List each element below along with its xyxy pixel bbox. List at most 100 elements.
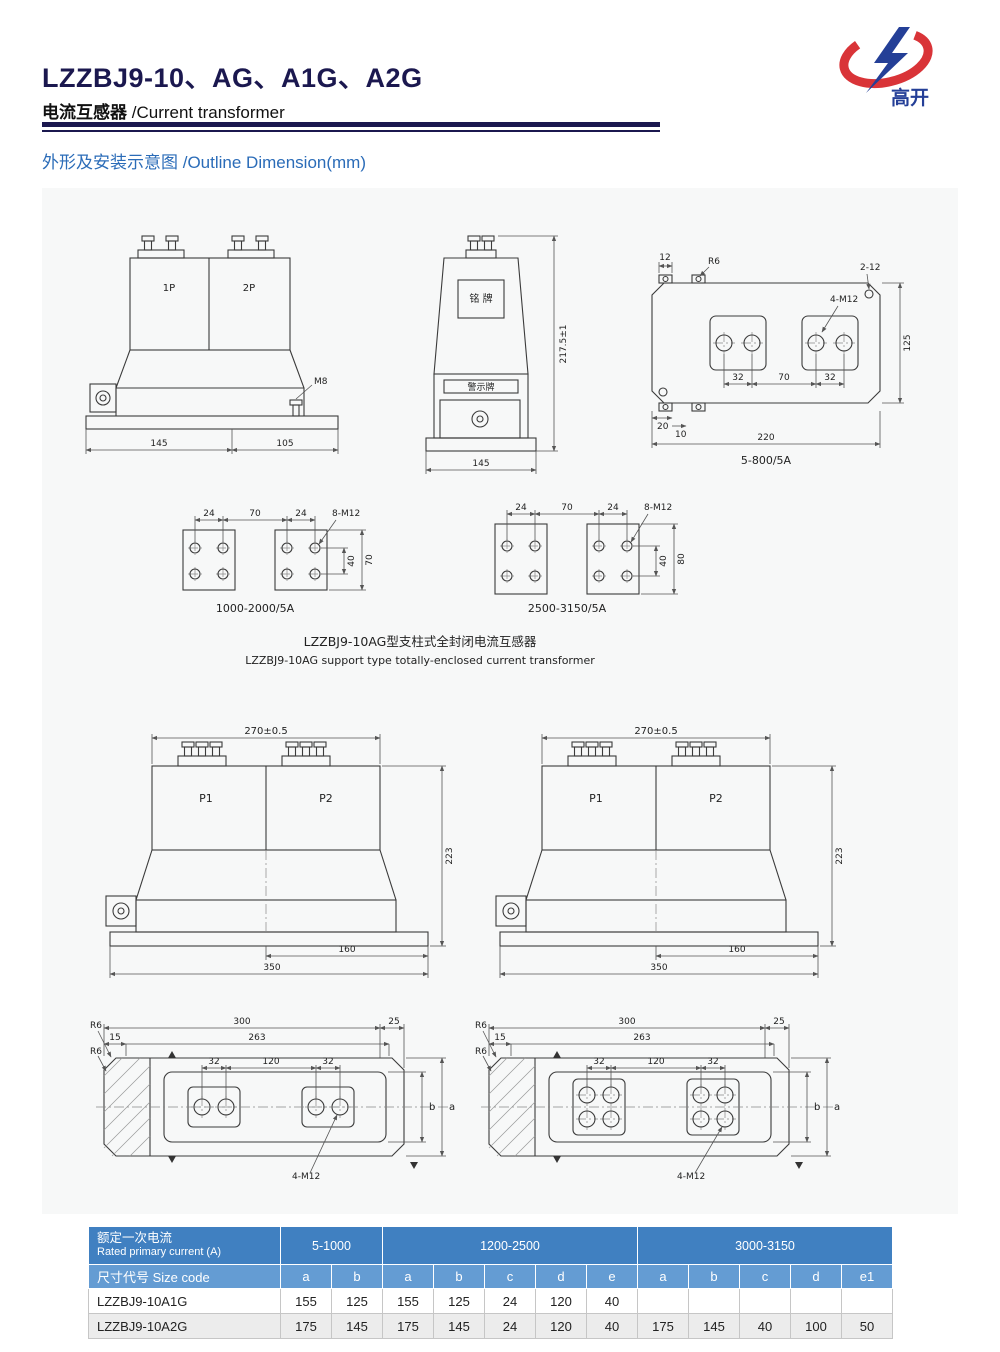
- dim-label: 12: [659, 253, 670, 263]
- outline-drawing-area: 1P 2P M8 145 105 铭 牌: [42, 188, 958, 1214]
- size-col-cell: a: [382, 1264, 434, 1289]
- dim-label: 263: [248, 1033, 265, 1043]
- fillet-note: R6: [708, 257, 720, 267]
- value-cell: 40: [586, 1313, 638, 1339]
- dim-label: 24: [295, 509, 307, 519]
- dim-label: 350: [650, 963, 667, 973]
- logo-swirl: [839, 27, 933, 89]
- dim-label: 25: [773, 1017, 784, 1027]
- variant-caption: 5-800/5A: [741, 454, 792, 467]
- logo-lightning-icon: [866, 27, 910, 93]
- value-cell: [841, 1288, 893, 1314]
- dim-label: 32: [208, 1057, 219, 1067]
- value-cell: 24: [484, 1313, 536, 1339]
- dim-label: 125: [903, 334, 913, 351]
- dim-label: 40: [659, 555, 669, 567]
- dim-label: 40: [347, 555, 357, 567]
- group-header-cell: 1200-2500: [382, 1226, 638, 1265]
- dim-label: 70: [778, 373, 790, 383]
- terminal-label-2p: 2P: [243, 283, 255, 294]
- page-subtitle: 电流互感器 /Current transformer: [42, 98, 285, 123]
- size-code-row: 尺寸代号 Size code a b a b c d e a b c d e1: [88, 1264, 893, 1289]
- model-cell: LZZBJ9-10A2G: [88, 1313, 281, 1339]
- thread-note: 8-M12: [332, 509, 360, 519]
- outline-drawing-svg: 1P 2P M8 145 105 铭 牌: [85, 235, 913, 1182]
- value-cell: 155: [280, 1288, 332, 1314]
- size-col-cell: c: [739, 1264, 791, 1289]
- value-cell: 40: [586, 1288, 638, 1314]
- value-cell: 145: [433, 1313, 485, 1339]
- group-header-cell: 5-1000: [280, 1226, 383, 1265]
- primary-current-header-en: Rated primary current (A): [97, 1246, 222, 1259]
- dim-label: 32: [732, 373, 743, 383]
- dim-label: 217.5±1: [559, 324, 569, 363]
- figure-caption-en: LZZBJ9-10AG support type totally-enclose…: [245, 654, 595, 667]
- dim-label: 223: [835, 847, 845, 864]
- dim-label: 25: [388, 1017, 399, 1027]
- dim-label: 20: [657, 422, 669, 432]
- thread-note: 8-M12: [644, 503, 672, 513]
- thread-note: 4-M12: [677, 1172, 705, 1182]
- dim-label: 350: [263, 963, 280, 973]
- value-cell: 120: [535, 1288, 587, 1314]
- dim-label: b: [814, 1102, 820, 1113]
- value-cell: 145: [688, 1313, 740, 1339]
- size-col-cell: e: [586, 1264, 638, 1289]
- dim-label: 160: [728, 945, 745, 955]
- value-cell: 24: [484, 1288, 536, 1314]
- size-code-label-cell: 尺寸代号 Size code: [88, 1264, 281, 1289]
- thread-note: 4-M12: [292, 1172, 320, 1182]
- model-cell: LZZBJ9-10A1G: [88, 1288, 281, 1314]
- value-cell: [739, 1288, 791, 1314]
- size-col-cell: a: [280, 1264, 332, 1289]
- size-col-cell: b: [433, 1264, 485, 1289]
- dim-label: 70: [365, 554, 375, 566]
- logo-text: 高开: [891, 86, 929, 109]
- size-col-cell: b: [688, 1264, 740, 1289]
- dim-label: 32: [322, 1057, 333, 1067]
- primary-current-header-cn: 额定一次电流: [97, 1230, 173, 1245]
- drawing-front-view-2-left: 270±0.5 P1 P2 223 160 350: [105, 726, 455, 978]
- variant-caption: 2500-3150/5A: [528, 602, 607, 615]
- dim-label: 24: [607, 503, 619, 513]
- dim-label: 10: [675, 430, 687, 440]
- drawing-top-view-1: 12 R6 2-12 4-M12 32 70 32: [651, 253, 913, 467]
- subtitle-cn: 电流互感器: [42, 103, 127, 122]
- nameplate-label: 铭 牌: [469, 292, 492, 305]
- header-rule-thick: [42, 122, 660, 127]
- dim-label: 15: [109, 1033, 120, 1043]
- dim-label: 32: [824, 373, 835, 383]
- value-cell: 175: [637, 1313, 689, 1339]
- size-col-cell: c: [484, 1264, 536, 1289]
- dim-label: 160: [338, 945, 355, 955]
- company-logo: 高开: [836, 24, 946, 110]
- spec-table: 额定一次电流 Rated primary current (A) 5-1000 …: [88, 1226, 893, 1339]
- value-cell: 145: [331, 1313, 383, 1339]
- value-cell: 40: [739, 1313, 791, 1339]
- value-cell: 125: [433, 1288, 485, 1314]
- page-title: LZZBJ9-10、AG、A1G、A2G: [42, 63, 423, 93]
- value-cell: [790, 1288, 842, 1314]
- value-cell: 125: [331, 1288, 383, 1314]
- figure-caption-cn: LZZBJ9-10AG型支柱式全封闭电流互感器: [304, 634, 537, 649]
- fillet-note: R6: [475, 1047, 487, 1057]
- dim-label: 300: [233, 1017, 250, 1027]
- section-heading-en: /Outline Dimension(mm): [182, 153, 366, 172]
- dim-label: 120: [262, 1057, 279, 1067]
- hole-note: 2-12: [860, 263, 880, 273]
- dim-label: 70: [561, 503, 573, 513]
- value-cell: 50: [841, 1313, 893, 1339]
- drawing-mounting-plate-1: 32 120 32 300 25 15 263 R6 R6: [90, 1017, 455, 1182]
- table-row: LZZBJ9-10A2G 175 145 175 145 24 120 40 1…: [88, 1313, 893, 1339]
- value-cell: 175: [280, 1313, 332, 1339]
- section-heading: 外形及安装示意图 /Outline Dimension(mm): [42, 148, 366, 173]
- dim-label: b: [429, 1102, 435, 1113]
- dim-label: 270±0.5: [244, 726, 287, 737]
- value-cell: 175: [382, 1313, 434, 1339]
- drawing-front-view-1: 1P 2P M8 145 105: [85, 235, 339, 454]
- dim-label: 223: [445, 847, 455, 864]
- dim-label: 15: [494, 1033, 505, 1043]
- terminal-label-1p: 1P: [163, 283, 175, 294]
- dim-label: 120: [647, 1057, 664, 1067]
- dim-label: 145: [150, 439, 167, 449]
